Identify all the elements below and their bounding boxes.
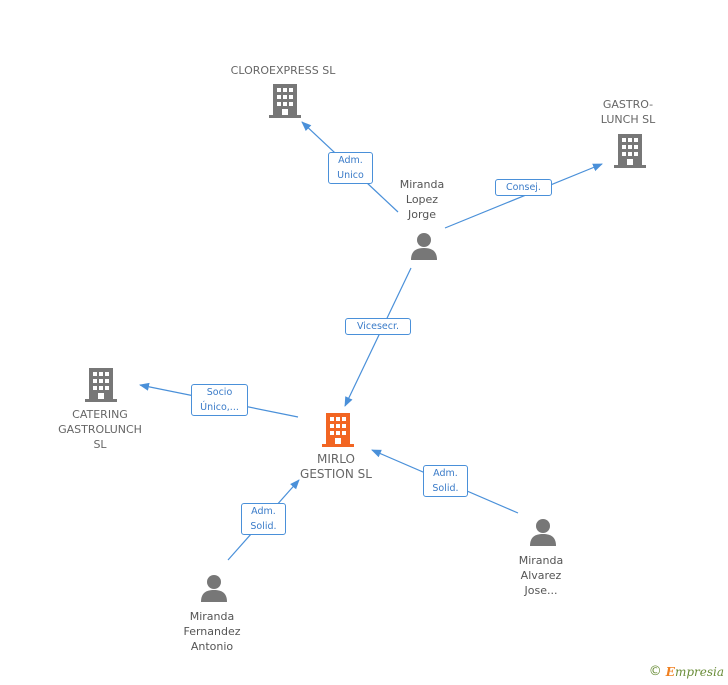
copyright-symbol: © (648, 664, 662, 679)
node-label: MIRLO GESTION SL (300, 452, 372, 481)
building-icon (269, 84, 301, 118)
edge-label-vicesecr[interactable]: Vicesecr. (345, 318, 411, 335)
empresia-watermark: © Empresia (649, 664, 724, 679)
empresia-logo: Empresia (665, 664, 724, 679)
building-icon (614, 134, 646, 168)
building-icon (85, 368, 117, 402)
edge-label-adm-unico[interactable]: Adm. Unico (328, 152, 373, 184)
edge-label-adm-solid-fernandez[interactable]: Adm. Solid. (241, 503, 286, 535)
edge-label-adm-solid-alvarez[interactable]: Adm. Solid. (423, 465, 468, 497)
node-label: Miranda Lopez Jorge (399, 178, 445, 221)
person-icon (201, 575, 227, 602)
edge-label-socio-unico[interactable]: Socio Único,... (191, 384, 248, 416)
node-label: CATERING GASTROLUNCH SL (58, 408, 142, 451)
node-label: CLOROEXPRESS SL (230, 64, 336, 77)
node-label: Miranda Alvarez Jose... (518, 554, 564, 597)
edge-label-consej[interactable]: Consej. (495, 179, 552, 196)
edge-lopez-mirlo (344, 267, 412, 407)
building-icon (322, 413, 354, 447)
node-label: GASTRO- LUNCH SL (600, 98, 656, 126)
node-label: Miranda Fernandez Antonio (183, 610, 241, 653)
person-icon (530, 519, 556, 546)
person-icon (411, 233, 437, 260)
edge-lopez-gastrolunch (444, 163, 603, 229)
